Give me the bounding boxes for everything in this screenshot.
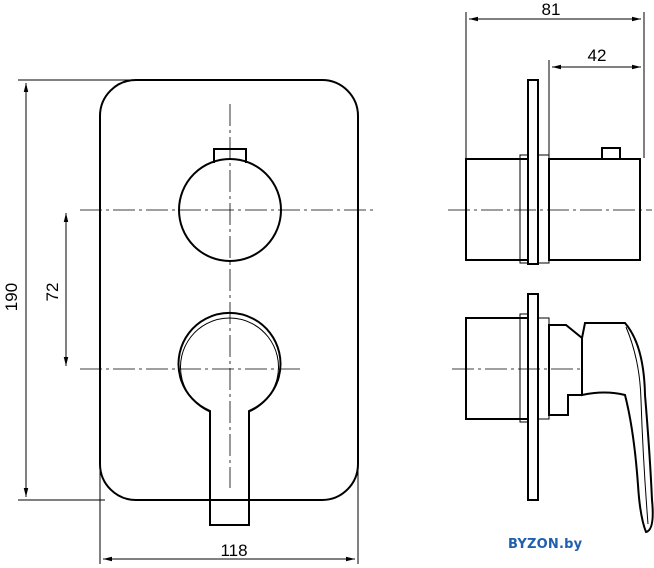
spacing-dimension: 72 — [43, 213, 69, 366]
lever-side-edge — [625, 326, 649, 525]
upper-ring-front — [537, 154, 550, 264]
depth-total-label: 81 — [542, 0, 561, 19]
side-view — [448, 79, 654, 534]
lower-body-rear — [465, 317, 529, 420]
front-view — [80, 79, 375, 526]
upper-ring-rear — [519, 154, 529, 264]
cover-plate — [99, 79, 359, 501]
depth-total-dimension: 81 — [465, 0, 645, 160]
handle-outline-inner — [180, 317, 279, 413]
lever-side-profile — [581, 322, 654, 534]
width-dimension: 118 — [99, 440, 359, 564]
lever-handle — [177, 311, 282, 526]
height-label: 190 — [2, 283, 21, 311]
lower-ring-front — [537, 317, 550, 420]
plate-upper — [527, 79, 539, 265]
width-label: 118 — [220, 541, 247, 560]
plate-lower — [527, 293, 539, 501]
upper-cartridge — [548, 158, 641, 261]
depth-inner-dimension: 42 — [548, 46, 641, 160]
upper-body-rear — [465, 158, 529, 261]
lower-ring-rear — [519, 313, 529, 423]
upper-indicator — [601, 147, 621, 160]
height-dimension: 190 — [2, 79, 150, 501]
spacing-label: 72 — [43, 283, 62, 302]
depth-inner-label: 42 — [588, 46, 607, 65]
brand-watermark: BYZON.by — [508, 537, 583, 552]
lower-neck — [548, 324, 583, 416]
